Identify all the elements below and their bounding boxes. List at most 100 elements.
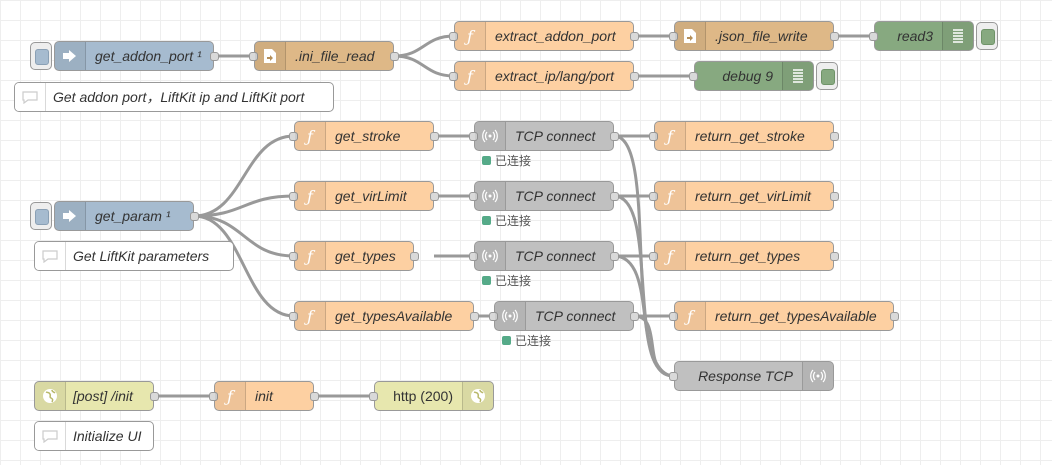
output-port[interactable] bbox=[830, 132, 839, 141]
function-icon: ƒ bbox=[655, 182, 686, 210]
node-label: extract_ip/lang/port bbox=[495, 68, 615, 84]
output-port[interactable] bbox=[890, 312, 899, 321]
function-icon: ƒ bbox=[675, 302, 706, 330]
node-tcp-connect-4[interactable]: TCP connect bbox=[489, 301, 639, 331]
node-get-addon-port[interactable]: get_addon_port ¹ bbox=[54, 41, 219, 71]
output-port[interactable] bbox=[610, 132, 619, 141]
status-text: 已连接 bbox=[515, 334, 552, 348]
output-port[interactable] bbox=[150, 392, 159, 401]
input-port[interactable] bbox=[469, 192, 478, 201]
tcp-signal-icon bbox=[475, 182, 506, 210]
input-port[interactable] bbox=[449, 72, 458, 81]
output-port[interactable] bbox=[610, 252, 619, 261]
input-port[interactable] bbox=[649, 132, 658, 141]
node-post-init[interactable]: [post] /init bbox=[34, 381, 159, 411]
node-label: .json_file_write bbox=[715, 28, 808, 44]
node-return-get-virlimit[interactable]: ƒ return_get_virLimit bbox=[649, 181, 839, 211]
arrow-in-icon bbox=[55, 42, 86, 70]
node-ini-file-read[interactable]: .ini_file_read bbox=[249, 41, 399, 71]
node-get-stroke[interactable]: ƒ get_stroke bbox=[289, 121, 439, 151]
node-extract-ip-lang-port[interactable]: ƒ extract_ip/lang/port bbox=[449, 61, 639, 91]
inject-trigger-button[interactable] bbox=[30, 202, 52, 230]
output-port[interactable] bbox=[630, 72, 639, 81]
input-port[interactable] bbox=[669, 372, 678, 381]
output-port[interactable] bbox=[210, 52, 219, 61]
inject-trigger-button[interactable] bbox=[30, 42, 52, 70]
comment-bubble-icon bbox=[35, 242, 66, 270]
input-port[interactable] bbox=[669, 312, 678, 321]
output-port[interactable] bbox=[830, 192, 839, 201]
input-port[interactable] bbox=[449, 32, 458, 41]
output-port[interactable] bbox=[430, 132, 439, 141]
node-extract-addon-port[interactable]: ƒ extract_addon_port bbox=[449, 21, 639, 51]
wire bbox=[393, 54, 455, 78]
node-get-virlimit[interactable]: ƒ get_virLimit bbox=[289, 181, 439, 211]
input-port[interactable] bbox=[289, 132, 298, 141]
wire bbox=[633, 314, 675, 378]
output-port[interactable] bbox=[310, 392, 319, 401]
node-label: return_get_types bbox=[695, 248, 801, 264]
output-port[interactable] bbox=[390, 52, 399, 61]
debug-toggle-button[interactable] bbox=[816, 62, 838, 90]
input-port[interactable] bbox=[369, 392, 378, 401]
node-init[interactable]: ƒ init bbox=[209, 381, 319, 411]
output-port[interactable] bbox=[470, 312, 479, 321]
input-port[interactable] bbox=[869, 32, 878, 41]
debug-list-icon bbox=[782, 62, 813, 90]
input-port[interactable] bbox=[469, 132, 478, 141]
function-icon: ƒ bbox=[655, 122, 686, 150]
node-tcp-connect-1[interactable]: TCP connect bbox=[469, 121, 619, 151]
node-get-types[interactable]: ƒ get_types bbox=[289, 241, 419, 271]
debug-toggle-button[interactable] bbox=[976, 22, 998, 50]
wire bbox=[193, 134, 295, 218]
node-read3[interactable]: read3 bbox=[869, 21, 974, 51]
node-response-tcp[interactable]: Response TCP bbox=[669, 361, 834, 391]
node-label: return_get_stroke bbox=[695, 128, 805, 144]
node-get-param[interactable]: get_param ¹ bbox=[54, 201, 199, 231]
input-port[interactable] bbox=[289, 312, 298, 321]
globe-icon bbox=[462, 382, 493, 410]
comment-init[interactable]: Initialize UI bbox=[34, 421, 154, 451]
output-port[interactable] bbox=[830, 252, 839, 261]
input-port[interactable] bbox=[649, 252, 658, 261]
output-port[interactable] bbox=[610, 192, 619, 201]
input-port[interactable] bbox=[289, 192, 298, 201]
status-dot bbox=[502, 336, 511, 345]
output-port[interactable] bbox=[410, 252, 419, 261]
comment-addon[interactable]: Get addon port，LiftKit ip and LiftKit po… bbox=[14, 82, 334, 112]
input-port[interactable] bbox=[669, 32, 678, 41]
output-port[interactable] bbox=[430, 192, 439, 201]
wire bbox=[613, 194, 675, 378]
input-port[interactable] bbox=[489, 312, 498, 321]
node-json-file-write[interactable]: .json_file_write bbox=[669, 21, 839, 51]
function-icon: ƒ bbox=[655, 242, 686, 270]
output-port[interactable] bbox=[630, 32, 639, 41]
comment-param[interactable]: Get LiftKit parameters bbox=[34, 241, 234, 271]
input-port[interactable] bbox=[649, 192, 658, 201]
output-port[interactable] bbox=[630, 312, 639, 321]
status-badge: 已连接 bbox=[482, 212, 531, 229]
node-debug-9[interactable]: debug 9 bbox=[689, 61, 814, 91]
node-http-200[interactable]: http (200) bbox=[369, 381, 494, 411]
node-tcp-connect-2[interactable]: TCP connect bbox=[469, 181, 619, 211]
node-return-get-typesavailable[interactable]: ƒ return_get_typesAvailable bbox=[669, 301, 899, 331]
node-return-get-types[interactable]: ƒ return_get_types bbox=[649, 241, 839, 271]
input-port[interactable] bbox=[209, 392, 218, 401]
node-label: get_typesAvailable bbox=[335, 308, 453, 324]
tcp-signal-icon bbox=[495, 302, 526, 330]
output-port[interactable] bbox=[830, 32, 839, 41]
input-port[interactable] bbox=[469, 252, 478, 261]
node-get-typesavailable[interactable]: ƒ get_typesAvailable bbox=[289, 301, 479, 331]
node-return-get-stroke[interactable]: ƒ return_get_stroke bbox=[649, 121, 839, 151]
node-label: Initialize UI bbox=[73, 428, 142, 444]
output-port[interactable] bbox=[190, 212, 199, 221]
input-port[interactable] bbox=[689, 72, 698, 81]
node-tcp-connect-3[interactable]: TCP connect bbox=[469, 241, 619, 271]
input-port[interactable] bbox=[249, 52, 258, 61]
status-badge: 已连接 bbox=[482, 152, 531, 169]
input-port[interactable] bbox=[289, 252, 298, 261]
node-label: get_stroke bbox=[335, 128, 401, 144]
function-icon: ƒ bbox=[455, 62, 486, 90]
node-label: get_virLimit bbox=[335, 188, 407, 204]
